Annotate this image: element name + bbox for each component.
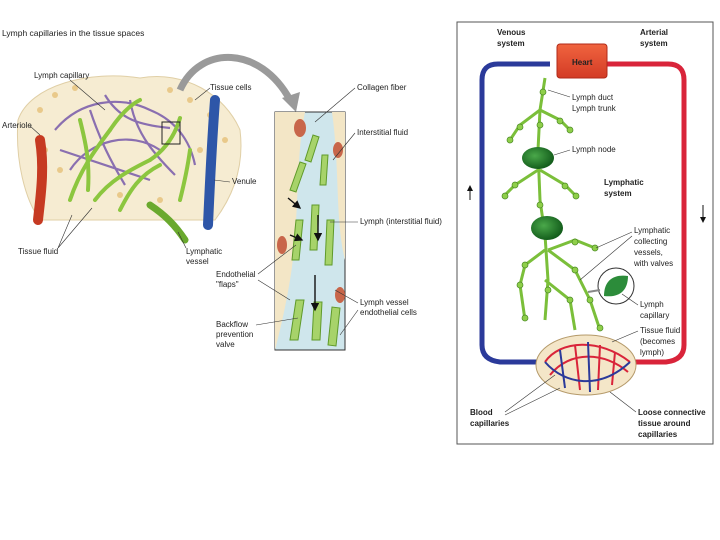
leader-backflow — [255, 317, 299, 326]
label-lymph-node: Lymph node — [572, 145, 616, 154]
leader-tissue-cells — [194, 87, 211, 101]
zoom-cell-3 — [277, 236, 287, 254]
endothelial-cells — [289, 134, 341, 347]
left-figure: Lymph capillaries in the tissue spaces — [2, 28, 300, 266]
label-tissue-fluid-r-1: Tissue fluid — [640, 326, 680, 335]
leader-interstitial — [332, 132, 356, 161]
leader-flaps — [257, 244, 297, 301]
label-backflow-1: Backflow — [216, 320, 248, 329]
label-blood-capillaries-2: capillaries — [470, 419, 510, 428]
label-tissue-fluid-r-2: (becomes — [640, 337, 675, 346]
valve-beads — [501, 88, 604, 332]
label-lymphatic-vessel-1: Lymphatic — [186, 247, 222, 256]
label-lymph-duct: Lymph duct — [572, 93, 614, 102]
leader-collagen — [314, 87, 356, 123]
leader-arteriole — [29, 125, 41, 136]
label-venous-2: system — [497, 39, 525, 48]
label-collecting-2: collecting — [634, 237, 667, 246]
lymph-node-lower — [531, 216, 563, 240]
leader-lymph-capillary — [69, 79, 106, 111]
arterial-loop — [605, 61, 687, 365]
leader-lymph-node — [553, 149, 571, 156]
label-arteriole: Arteriole — [2, 121, 32, 130]
label-lymph-vessel-cells-2: endothelial cells — [360, 308, 417, 317]
leader-lymphatic-vessel — [177, 231, 187, 249]
heart-box — [556, 43, 608, 79]
capillary-inset-shape — [604, 275, 628, 297]
label-tissue-fluid: Tissue fluid — [18, 247, 58, 256]
label-lymph-trunk: Lymph trunk — [572, 104, 617, 113]
label-loose-connective-1: Loose connective — [638, 408, 706, 417]
leader-collecting — [579, 231, 633, 281]
right-figure: Heart — [456, 21, 714, 445]
label-blood-capillaries-1: Blood — [470, 408, 493, 417]
middle-figure: Collagen fiber Interstitial fluid Lymph … — [216, 83, 442, 351]
label-venule: Venule — [232, 177, 257, 186]
leader-vessel-cells — [334, 289, 359, 336]
label-lymph-interstitial: Lymph (interstitial fluid) — [360, 217, 442, 226]
zoom-box — [161, 121, 181, 145]
zoom-cell-2 — [333, 142, 343, 158]
label-tissue-fluid-r-3: lymph) — [640, 348, 664, 357]
label-backflow-3: valve — [216, 340, 235, 349]
blood-capillary-mesh — [54, 94, 197, 186]
venule-vessel — [203, 95, 220, 230]
capillary-bed-arterial — [544, 343, 631, 391]
label-lymphatic-system-2: system — [604, 189, 632, 198]
leader-venule — [213, 179, 231, 183]
label-lymph-capillary: Lymph capillary — [34, 71, 89, 80]
label-lymphatic-vessel-2: vessel — [186, 257, 209, 266]
label-endothelial-flaps-2: "flaps" — [216, 280, 239, 289]
label-endothelial-flaps-1: Endothelial — [216, 270, 256, 279]
label-venous-1: Venous — [497, 28, 526, 37]
label-collecting-3: vessels, — [634, 248, 663, 257]
inset-pointer — [587, 289, 601, 293]
label-interstitial-fluid: Interstitial fluid — [357, 128, 408, 137]
leader-loose-connective — [609, 391, 637, 413]
zoom-cell-4 — [335, 287, 345, 303]
label-arterial-1: Arterial — [640, 28, 668, 37]
leader-blood-capillaries — [504, 374, 561, 416]
label-loose-connective-3: capillaries — [638, 430, 678, 439]
arteriole-vessel — [33, 135, 48, 225]
lymph-node-upper — [522, 147, 554, 169]
leader-lymph-duct — [547, 89, 571, 98]
label-backflow-2: prevention — [216, 330, 253, 339]
leader-tissue-fluid-r — [611, 330, 639, 343]
venous-loop — [479, 61, 550, 365]
zoom-cell-1 — [294, 119, 306, 137]
label-collecting-1: Lymphatic — [634, 226, 670, 235]
label-lymph-capillary-r-1: Lymph — [640, 300, 664, 309]
capillary-bed-venous — [544, 341, 631, 393]
leader-lymph-capillary-r — [621, 293, 639, 306]
left-title: Lymph capillaries in the tissue spaces — [2, 28, 144, 38]
leader-tissue-fluid — [57, 207, 93, 249]
zoom-arrow — [176, 54, 294, 102]
lymphatic-vessel-shape — [146, 201, 189, 244]
zoom-arrowhead — [282, 92, 300, 112]
label-collecting-4: with valves — [633, 259, 673, 268]
label-tissue-cells: Tissue cells — [210, 83, 252, 92]
label-heart: Heart — [572, 58, 593, 67]
label-collagen-fiber: Collagen fiber — [357, 83, 407, 92]
label-lymphatic-system-1: Lymphatic — [604, 178, 644, 187]
label-loose-connective-2: tissue around — [638, 419, 691, 428]
label-lymph-vessel-cells-1: Lymph vessel — [360, 298, 409, 307]
flow-arrow-1 — [287, 197, 302, 209]
label-lymph-capillary-r-2: capillary — [640, 311, 669, 320]
label-arterial-2: system — [640, 39, 668, 48]
flow-arrow-2 — [289, 233, 304, 242]
